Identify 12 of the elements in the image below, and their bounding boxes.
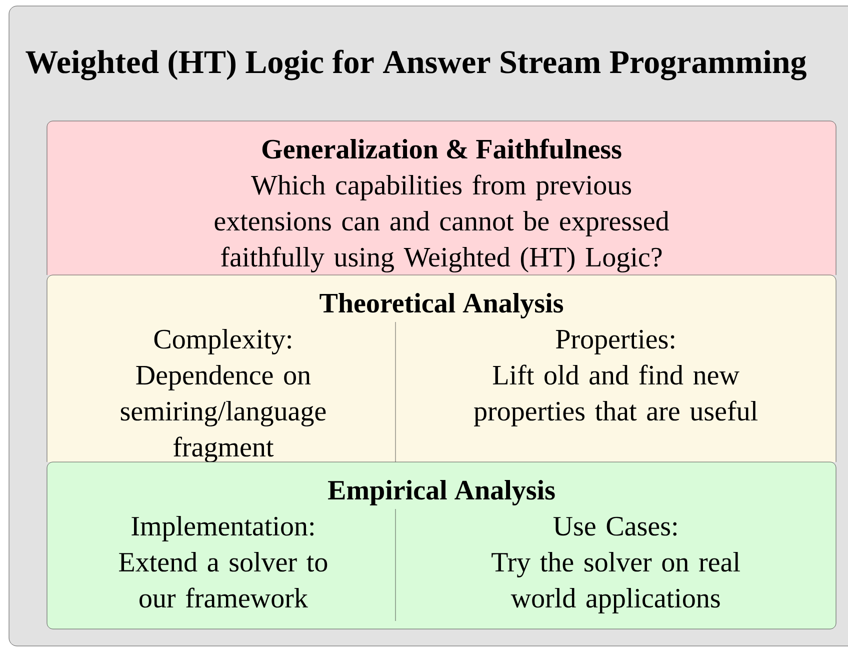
panel-heading: Theoretical Analysis bbox=[320, 292, 564, 318]
section-panel bbox=[46, 120, 836, 276]
panel-heading: Weighted (HT) Logic for Answer Stream Programming bbox=[26, 50, 806, 80]
column-text: Complexity: Dependence on semiring/language fragment bbox=[120, 328, 326, 462]
column-text: Use Cases: Try the solver on real world applications bbox=[492, 516, 740, 614]
column-text: Properties: Lift old and find new properties that are useful bbox=[474, 330, 758, 426]
panel-text: Which capabilities from previous extensions can and cannot be expressed faithfully using Weighted (HT) Logic? bbox=[214, 174, 669, 272]
section-panel bbox=[46, 462, 836, 630]
section-panel bbox=[46, 274, 836, 462]
panel-heading: Empirical Analysis bbox=[328, 480, 555, 506]
column-text: Implementation: Extend a solver to our framework bbox=[119, 516, 328, 608]
panel-heading: Generalization & Faithfulness bbox=[262, 138, 622, 159]
